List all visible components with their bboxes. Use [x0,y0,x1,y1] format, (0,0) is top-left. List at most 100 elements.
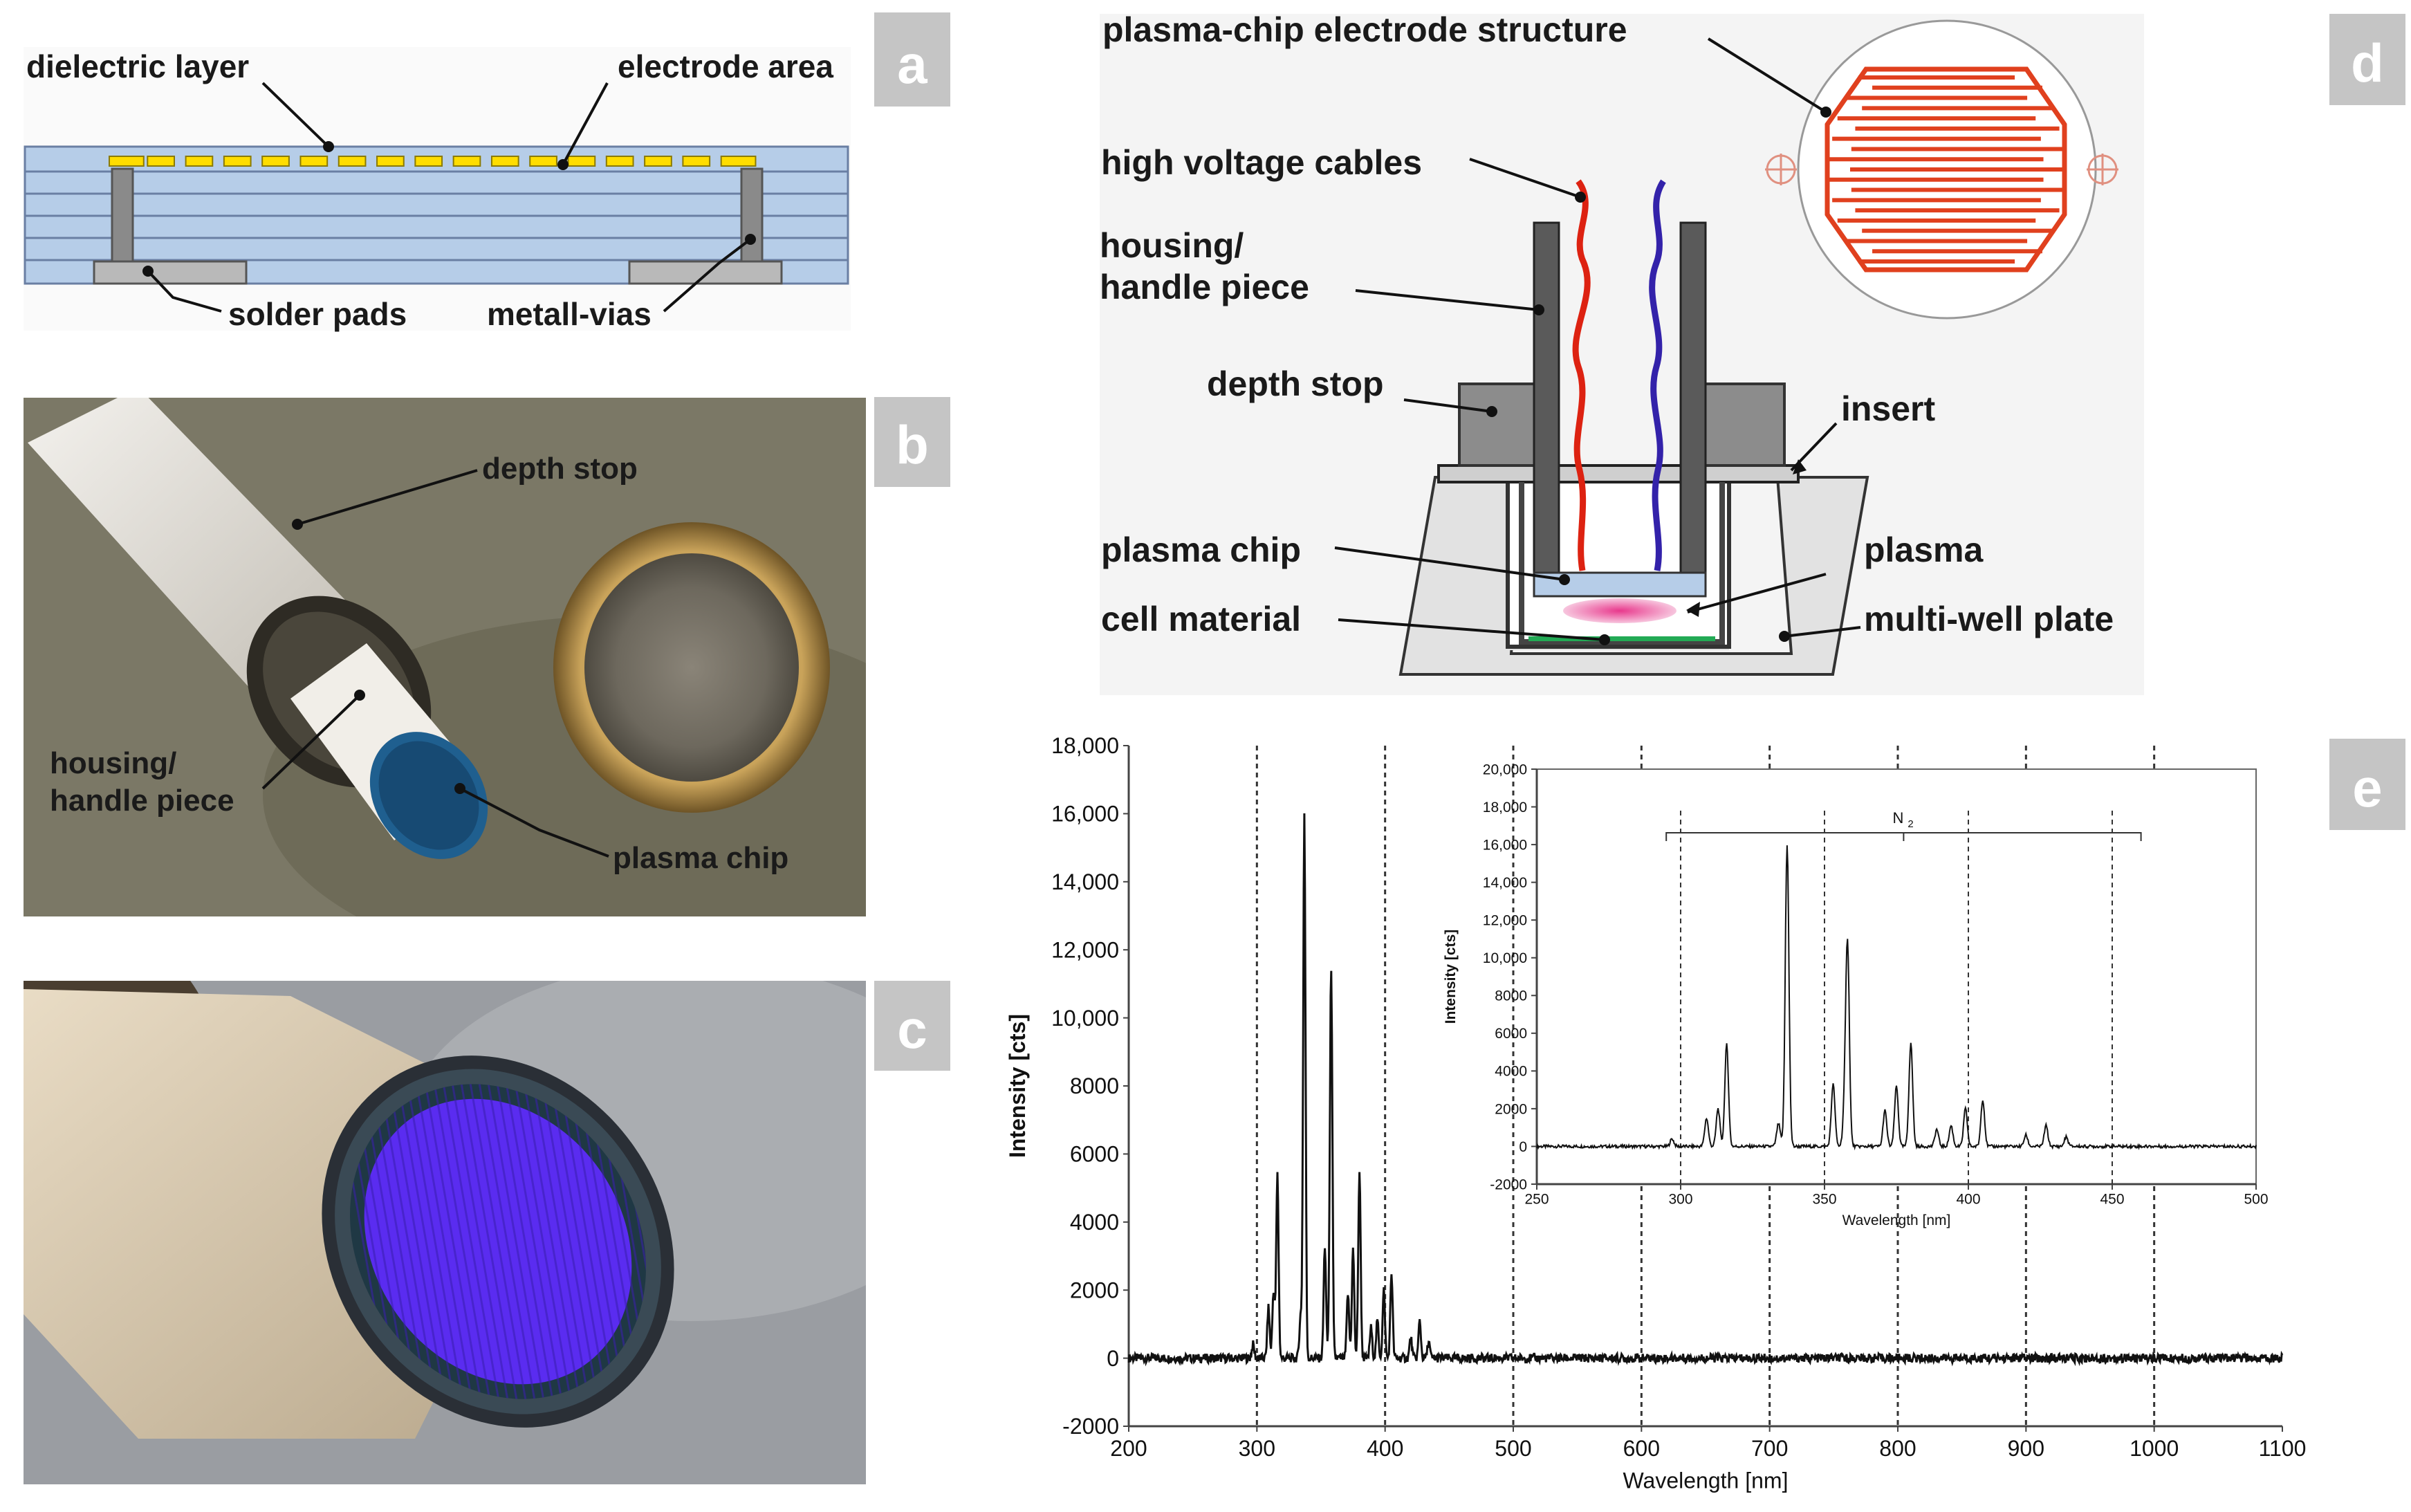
panel-c [24,981,866,1484]
y-tick-label: 4000 [1495,1064,1527,1080]
label-metall-vias: metall-vias [487,296,652,332]
label-b-depth-stop: depth stop [482,452,638,486]
solder-pad-right [628,260,783,285]
y-tick-label: 0 [1107,1346,1119,1371]
panel-b: depth stop housing/ handle piece plasma … [24,398,866,916]
y-tick-label: 16,000 [1483,837,1527,853]
badge-b: b [874,397,950,487]
n2-annotation: N [1892,809,1903,827]
electrode-line [504,1026,582,1457]
panel-e: -20000200040006000800010,00012,00014,000… [996,719,2331,1508]
y-tick-label: 4000 [1070,1210,1119,1235]
y-tick-label: 20,000 [1483,762,1527,777]
panel-a: dielectric layer electrode area solder p… [24,47,851,332]
electrode-line [512,1026,591,1457]
panel-d-dots [1486,107,1831,645]
y-tick-label: 12,000 [1051,937,1119,962]
insert [1519,482,1725,645]
electrode-fingers [1829,75,2064,264]
inset-spectrum-chart: -20000200040006000800010,00012,00014,000… [1443,762,2269,1228]
y-tick-label: 2000 [1495,1101,1527,1117]
electrode-strip [376,156,405,167]
electrode-strip [644,156,672,167]
electrode-line [405,1026,483,1457]
panel-b-photo [24,398,866,916]
electrode-strip [720,156,757,167]
badge-a: a [874,12,950,107]
y-tick-label: 12,000 [1483,913,1527,929]
electrode-strip [109,156,145,167]
label-b-housing-1: housing/ [50,746,176,780]
depth-stop-left [1458,382,1540,467]
electrode-strip [338,156,367,167]
housing-left [1533,221,1560,580]
electrode-line [486,1026,564,1457]
x-tick-label: 900 [2008,1436,2044,1461]
x-tick-label: 400 [1367,1436,1403,1461]
pcb-stack [24,145,849,285]
electrode-strip [261,156,290,167]
x-tick-label: 700 [1751,1436,1788,1461]
label-b-housing-2: handle piece [50,784,234,818]
y-tick-label: 10,000 [1483,950,1527,966]
electrode-strip [529,156,557,167]
label-solder-pads: solder pads [228,296,407,332]
spectrum-line [1536,845,2257,1151]
spectrum-line [1127,813,2284,1367]
electrode-line [468,1026,546,1457]
label-d-plasma-chip: plasma chip [1101,531,1301,569]
y-tick-label: 18,000 [1051,733,1119,758]
electrode-strip [299,156,329,167]
alignment-marks [1765,154,2118,185]
panel-b-dots [292,519,465,794]
electrode-line [450,1026,528,1457]
x-tick-label: 350 [1812,1191,1836,1207]
label-dielectric-layer: dielectric layer [26,48,249,84]
y-tick-label: 2000 [1070,1278,1119,1302]
y-tick-label: 8000 [1495,988,1527,1004]
plot-area [1536,768,2257,1185]
label-d-depth-stop: depth stop [1207,365,1384,403]
y-tick-label: 6000 [1070,1142,1119,1167]
cell-material [1528,636,1715,641]
electrode-strip [490,156,519,167]
badge-b-letter: b [896,414,929,475]
label-d-electrode-structure: plasma-chip electrode structure [1102,10,1627,49]
badge-e: e [2329,739,2405,830]
y-tick-label: 14,000 [1483,875,1527,891]
panel-d: plasma-chip electrode structure high vol… [1100,10,2144,695]
y-tick-label: 10,000 [1051,1006,1119,1031]
electrode-line [414,1026,492,1457]
y-axis-title: Intensity [cts] [1443,930,1459,1024]
badge-c: c [874,981,950,1071]
x-tick-label: 800 [1879,1436,1916,1461]
electrode-line [441,1026,519,1457]
electrode-line [432,1026,510,1457]
electrode-strip [682,156,711,167]
n2-annotation-sub: 2 [1907,818,1913,830]
label-d-multi-well: multi-well plate [1864,600,2114,638]
electrode-strips [109,156,757,167]
cable-blue [1649,179,1666,571]
electrode-strip [147,156,175,167]
label-d-plasma: plasma [1864,531,1984,569]
panel-a-leaders [147,82,752,313]
y-tick-label: 14,000 [1051,869,1119,894]
via-right [740,167,764,264]
label-d-cell-material: cell material [1101,600,1301,638]
panel-c-photo [24,981,866,1484]
electrode-strip [223,156,252,167]
badge-c-letter: c [897,999,927,1060]
panel-b-leaders [261,469,609,858]
label-d-insert: insert [1841,389,1936,428]
y-axis-title: Intensity [cts] [1005,1014,1030,1158]
housing-right [1679,221,1707,580]
electrode-line [495,1026,573,1457]
x-tick-label: 300 [1239,1436,1275,1461]
badge-d-letter: d [2351,33,2384,93]
label-electrode-area: electrode area [618,48,833,84]
x-tick-label: 1000 [2130,1436,2179,1461]
x-tick-label: 500 [1495,1436,1531,1461]
x-tick-label: 1100 [2259,1436,2307,1461]
